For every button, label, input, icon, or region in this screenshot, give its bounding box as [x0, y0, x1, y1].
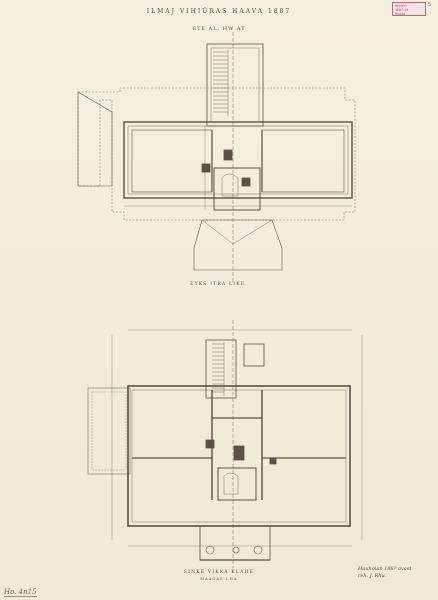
lower-porch-column-2: [253, 545, 263, 555]
upper-stair-tower: [206, 43, 264, 127]
drawing-subtitle: ETE AL. HW AT: [192, 26, 246, 32]
lower-plan-subcaption: MAAGAS LNA: [200, 577, 238, 581]
upper-roof-outline: [77, 87, 356, 221]
archive-stamp: MUSEO 1887-14 Hoeaa: [392, 2, 426, 16]
upper-stair-tower-inner: [210, 47, 260, 123]
lower-chimney-1: [233, 445, 245, 461]
lower-stair-treads: [212, 342, 225, 396]
upper-plan-caption: EYKS ITRA LIKE.: [190, 282, 248, 287]
upper-chimney-3: [241, 177, 251, 187]
lower-main-body-inner: [131, 389, 347, 523]
lower-small-room: [243, 343, 265, 367]
lower-central-stair: [217, 467, 257, 501]
signature-line-1: Hauholan 188? avast: [358, 566, 412, 572]
stamp-line-1: MUSEO: [395, 4, 407, 8]
upper-gable-ridge-left: [201, 219, 234, 245]
upper-bottom-gable: [193, 219, 283, 271]
stamp-line-3: Hoeaa: [395, 12, 406, 16]
lower-veranda: [87, 387, 131, 475]
stamp-number: 5: [428, 2, 432, 8]
lower-chimney-3: [269, 457, 277, 465]
drawing-title: ILMAJ VIHIÜRAS HAAVA 1887: [146, 8, 292, 15]
upper-central-stair-run: [221, 173, 239, 197]
lower-chimney-2: [205, 439, 215, 449]
lower-porch-column-3: [232, 546, 240, 554]
upper-left-room: [131, 129, 213, 193]
upper-right-room: [261, 129, 345, 193]
upper-chimney-2: [201, 163, 211, 173]
upper-main-body: [123, 121, 353, 199]
lower-porch-column-1: [205, 545, 215, 555]
upper-chimney-1: [223, 149, 233, 161]
archive-mark: Ho. 4n15: [4, 588, 37, 597]
upper-central-stair: [213, 167, 261, 211]
lower-porch: [199, 525, 271, 561]
lower-plan: [87, 320, 363, 568]
upper-plan: [77, 32, 356, 282]
upper-stair-treads: [213, 50, 229, 116]
lower-plan-caption: SINKE VIKKA KLAHE: [183, 570, 255, 575]
signature-line-2: reh. J. Rhu.: [358, 573, 387, 579]
upper-gable-ridge-right: [232, 219, 273, 245]
stamp-line-2: 1887-14: [395, 8, 409, 12]
upper-left-gable: [77, 91, 113, 187]
lower-veranda-inner: [91, 391, 127, 471]
lower-stair-block: [205, 339, 237, 399]
signature: Hauholan 188? avast reh. J. Rhu.: [358, 566, 434, 580]
lower-central-stair-run: [223, 472, 239, 495]
